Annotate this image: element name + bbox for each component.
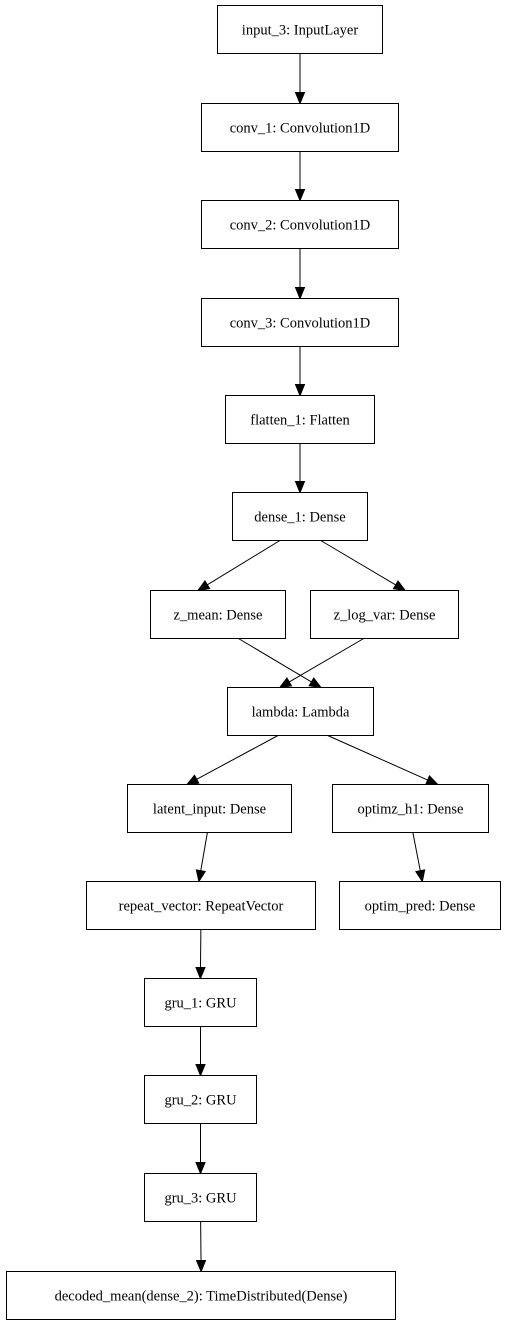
arrowhead-conv_1-to-conv_2 xyxy=(294,189,306,202)
node-z-mean-label: z_mean: Dense xyxy=(174,608,263,624)
arrowhead-z_mean-to-lambda xyxy=(308,677,323,689)
edge-lambda-to-latent_input xyxy=(196,735,279,780)
arrowhead-latent_input-to-repeat_vector xyxy=(195,869,207,883)
node-flatten-1-label: flatten_1: Flatten xyxy=(250,413,350,429)
node-conv-3-label: conv_3: Convolution1D xyxy=(230,316,371,332)
arrowhead-z_log_var-to-lambda xyxy=(278,677,293,689)
node-conv-2: conv_2: Convolution1D xyxy=(201,200,399,249)
edge-dense_1-to-z_mean xyxy=(207,540,281,586)
node-conv-2-box xyxy=(201,200,399,249)
node-latent-input-label: latent_input: Dense xyxy=(153,802,266,818)
node-gru-2-label: gru_2: GRU xyxy=(164,1093,237,1109)
node-lambda-label: lambda: Lambda xyxy=(252,705,350,721)
edge-z_log_var-to-lambda xyxy=(288,638,364,683)
node-conv-1: conv_1: Convolution1D xyxy=(201,103,399,152)
arrowhead-gru_2-to-gru_3 xyxy=(195,1162,206,1175)
node-input-3-box xyxy=(217,5,383,54)
node-input-3-label: input_3: InputLayer xyxy=(242,23,359,39)
arrowhead-flatten_1-to-dense_1 xyxy=(294,481,306,494)
node-repeat-vector-label: repeat_vector: RepeatVector xyxy=(119,899,284,915)
node-conv-1-box xyxy=(201,103,399,152)
node-dense-1-label: dense_1: Dense xyxy=(254,510,345,526)
node-conv-3: conv_3: Convolution1D xyxy=(201,298,399,347)
node-conv-3-box xyxy=(201,298,399,347)
arrowhead-gru_3-to-decoded_mean xyxy=(195,1259,207,1273)
node-optimz-h1: optimz_h1: Dense xyxy=(332,784,489,833)
node-flatten-1-box xyxy=(225,395,375,444)
node-decoded-mean: decoded_mean(dense_2): TimeDistributed(D… xyxy=(6,1271,396,1320)
node-flatten-1: flatten_1: Flatten xyxy=(225,395,375,444)
node-gru-3-box xyxy=(144,1173,257,1222)
node-gru-3-label: gru_3: GRU xyxy=(164,1191,237,1207)
arrowhead-lambda-to-optimz_h1 xyxy=(425,775,439,786)
node-gru-2: gru_2: GRU xyxy=(144,1075,257,1124)
node-conv-1-label: conv_1: Convolution1D xyxy=(230,121,371,137)
node-latent-input: latent_input: Dense xyxy=(127,784,292,833)
arrowhead-repeat_vector-to-gru_1 xyxy=(195,966,206,980)
arrowhead-optimz_h1-to-optim_pred xyxy=(415,869,426,883)
node-z-log-var-label: z_log_var: Dense xyxy=(334,608,436,624)
node-latent-input-box xyxy=(127,784,292,833)
edge-z_mean-to-lambda xyxy=(238,638,312,683)
node-gru-1-box xyxy=(144,978,257,1027)
node-input-3: input_3: InputLayer xyxy=(217,5,383,54)
node-optimz-h1-box xyxy=(332,784,489,833)
edge-optimz_h1-to-optim_pred xyxy=(412,832,421,871)
node-lambda: lambda: Lambda xyxy=(227,687,374,736)
node-optimz-h1-label: optimz_h1: Dense xyxy=(358,802,464,818)
arrowhead-conv_3-to-flatten_1 xyxy=(294,384,306,397)
node-optim-pred-label: optim_pred: Dense xyxy=(365,899,476,915)
node-optim-pred-box xyxy=(339,881,501,930)
node-optim-pred: optim_pred: Dense xyxy=(339,881,501,930)
arrowhead-gru_1-to-gru_2 xyxy=(195,1064,206,1077)
node-z-log-var-box xyxy=(310,590,459,639)
arrowhead-input_3-to-conv_1 xyxy=(294,92,306,105)
arrowhead-dense_1-to-z_log_var xyxy=(392,580,407,592)
node-gru-3: gru_3: GRU xyxy=(144,1173,257,1222)
edges-layer xyxy=(185,53,439,1273)
node-conv-2-label: conv_2: Convolution1D xyxy=(230,218,371,234)
arrowhead-dense_1-to-z_mean xyxy=(196,580,211,592)
edge-lambda-to-optimz_h1 xyxy=(327,735,428,781)
arrowhead-conv_2-to-conv_3 xyxy=(294,287,306,300)
node-gru-1: gru_1: GRU xyxy=(144,978,257,1027)
node-dense-1-box xyxy=(232,492,368,541)
node-z-log-var: z_log_var: Dense xyxy=(310,590,459,639)
node-decoded-mean-label: decoded_mean(dense_2): TimeDistributed(D… xyxy=(55,1289,348,1305)
node-z-mean-box xyxy=(150,590,286,639)
node-repeat-vector-box xyxy=(86,881,316,930)
node-lambda-box xyxy=(227,687,374,736)
edge-dense_1-to-z_log_var xyxy=(320,540,396,586)
node-z-mean: z_mean: Dense xyxy=(150,590,286,639)
node-repeat-vector: repeat_vector: RepeatVector xyxy=(86,881,316,930)
node-decoded-mean-box xyxy=(6,1271,396,1320)
edge-latent_input-to-repeat_vector xyxy=(200,832,208,871)
nodes-layer: input_3: InputLayer conv_1: Convolution1… xyxy=(6,5,501,1320)
node-gru-1-label: gru_1: GRU xyxy=(164,996,237,1012)
node-dense-1: dense_1: Dense xyxy=(232,492,368,541)
arrowhead-lambda-to-latent_input xyxy=(185,774,200,786)
node-gru-2-box xyxy=(144,1075,257,1124)
